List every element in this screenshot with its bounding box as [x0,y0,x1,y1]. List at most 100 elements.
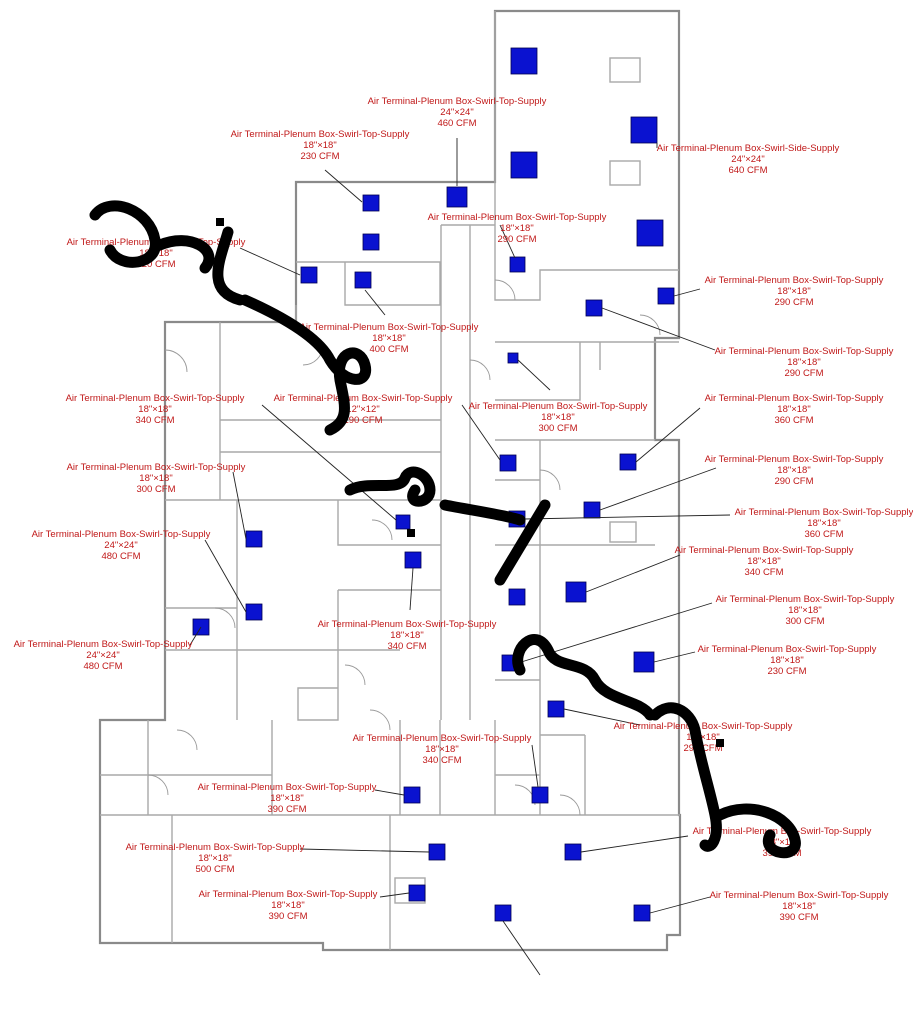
tag-name: Air Terminal-Plenum Box-Swirl-Top-Supply [67,462,246,473]
tag-name: Air Terminal-Plenum Box-Swirl-Top-Supply [698,644,877,655]
tag-size: 18"×18" [500,223,533,234]
air-terminal-tag: Air Terminal-Plenum Box-Swirl-Top-Supply… [32,529,211,562]
tag-size: 18"×18" [765,837,798,848]
tag-size: 18"×18" [777,404,810,415]
tag-name: Air Terminal-Plenum Box-Swirl-Top-Supply [710,890,889,901]
air-terminal-tag: Air Terminal-Plenum Box-Swirl-Top-Supply… [353,733,532,766]
tag-name: Air Terminal-Plenum Box-Swirl-Top-Supply [66,393,245,404]
air-terminal-tag: Air Terminal-Plenum Box-Swirl-Top-Supply… [705,454,884,487]
tag-cfm: 220 CFM [136,259,175,270]
air-terminal-tag: Air Terminal-Plenum Box-Swirl-Top-Supply… [710,890,889,923]
tag-cfm: 300 CFM [538,423,577,434]
tag-name: Air Terminal-Plenum Box-Swirl-Side-Suppl… [657,143,840,154]
tag-name: Air Terminal-Plenum Box-Swirl-Top-Supply [198,782,377,793]
tag-cfm: 460 CFM [437,118,476,129]
tag-size: 18"×18" [390,630,423,641]
tag-name: Air Terminal-Plenum Box-Swirl-Top-Supply [716,594,895,605]
tag-size: 24"×24" [731,154,764,165]
tag-name: Air Terminal-Plenum Box-Swirl-Top-Supply [368,96,547,107]
tag-name: Air Terminal-Plenum Box-Swirl-Top-Supply [274,393,453,404]
tag-size: 18"×18" [270,793,303,804]
air-terminal-tag: Air Terminal-Plenum Box-Swirl-Top-Supply… [318,619,497,652]
tag-cfm: 290 CFM [774,476,813,487]
air-terminal-tag: Air Terminal-Plenum Box-Swirl-Top-Supply… [198,782,377,815]
tag-leader-lines [189,138,731,976]
tag-size: 18"×18" [303,140,336,151]
tag-size: 18"×18" [788,605,821,616]
air-terminal-tag: Air Terminal-Plenum Box-Swirl-Side-Suppl… [657,143,840,176]
tag-cfm: 480 CFM [83,661,122,672]
tag-size: 24"×24" [104,540,137,551]
air-terminal-tag: Air Terminal-Plenum Box-Swirl-Top-Supply… [14,639,193,672]
handwritten-scribble [89,200,801,859]
tag-size: 18"×18" [138,404,171,415]
tag-name: Air Terminal-Plenum Box-Swirl-Top-Supply [705,275,884,286]
air-terminal-tag: Air Terminal-Plenum Box-Swirl-Top-Supply… [300,322,479,355]
tag-cfm: 340 CFM [422,755,461,766]
tag-size: 18"×18" [747,556,780,567]
air-terminal-diffusers [192,47,675,922]
tag-name: Air Terminal-Plenum Box-Swirl-Top-Supply [715,346,894,357]
tag-cfm: 290 CFM [774,297,813,308]
tag-size: 18"×18" [372,333,405,344]
tag-name: Air Terminal-Plenum Box-Swirl-Top-Supply [231,129,410,140]
tag-size: 18"×18" [807,518,840,529]
tag-size: 18"×18" [541,412,574,423]
tag-cfm: 290 CFM [497,234,536,245]
tag-name: Air Terminal-Plenum Box-Swirl-Top-Supply [614,721,793,732]
tag-name: Air Terminal-Plenum Box-Swirl-Top-Supply [693,826,872,837]
tag-cfm: 300 CFM [785,616,824,627]
tag-cfm: 390 CFM [268,911,307,922]
air-terminal-tag: Air Terminal-Plenum Box-Swirl-Top-Supply… [705,393,884,426]
tag-size: 18"×18" [139,473,172,484]
air-terminal-tag: Air Terminal-Plenum Box-Swirl-Top-Supply… [199,889,378,922]
air-terminal-tag: Air Terminal-Plenum Box-Swirl-Top-Supply… [469,401,648,434]
air-terminal-tag: Air Terminal-Plenum Box-Swirl-Top-Supply… [231,129,410,162]
tag-name: Air Terminal-Plenum Box-Swirl-Top-Supply [32,529,211,540]
air-terminal-tag: Air Terminal-Plenum Box-Swirl-Top-Supply… [368,96,547,129]
tag-size: 18"×18" [777,286,810,297]
tag-name: Air Terminal-Plenum Box-Swirl-Top-Supply [318,619,497,630]
door-swings [147,279,661,816]
air-terminal-tag: Air Terminal-Plenum Box-Swirl-Top-Supply… [274,393,453,426]
air-terminal-tag: Air Terminal-Plenum Box-Swirl-Top-Supply… [715,346,894,379]
tag-size: 18"×18" [770,655,803,666]
tag-cfm: 480 CFM [101,551,140,562]
tag-size: 18"×18" [787,357,820,368]
tag-name: Air Terminal-Plenum Box-Swirl-Top-Supply [14,639,193,650]
tag-name: Air Terminal-Plenum Box-Swirl-Top-Supply [199,889,378,900]
building-walls [98,9,682,952]
air-terminal-tag: Air Terminal-Plenum Box-Swirl-Top-Supply… [67,462,246,495]
tag-name: Air Terminal-Plenum Box-Swirl-Top-Supply [353,733,532,744]
air-terminal-tag: Air Terminal-Plenum Box-Swirl-Top-Supply… [126,842,305,875]
tag-cfm: 230 CFM [767,666,806,677]
tag-size: 18"×18" [782,901,815,912]
tag-size: 18"×18" [686,732,719,743]
air-terminal-tag: Air Terminal-Plenum Box-Swirl-Top-Supply… [698,644,877,677]
tag-name: Air Terminal-Plenum Box-Swirl-Top-Supply [428,212,607,223]
tag-name: Air Terminal-Plenum Box-Swirl-Top-Supply [469,401,648,412]
tag-cfm: 290 CFM [784,368,823,379]
tag-cfm: 640 CFM [728,165,767,176]
tag-name: Air Terminal-Plenum Box-Swirl-Top-Supply [735,507,913,518]
tag-cfm: 340 CFM [387,641,426,652]
tag-cfm: 390 CFM [267,804,306,815]
tag-size: 18"×18" [271,900,304,911]
tag-size: 24"×24" [440,107,473,118]
tag-cfm: 390 CFM [779,912,818,923]
tag-name: Air Terminal-Plenum Box-Swirl-Top-Supply [705,454,884,465]
air-terminal-tag: Air Terminal-Plenum Box-Swirl-Top-Supply… [705,275,884,308]
tag-size: 18"×18" [777,465,810,476]
tag-size: 24"×24" [86,650,119,661]
tag-name: Air Terminal-Plenum Box-Swirl-Top-Supply [705,393,884,404]
air-terminal-tag: Air Terminal-Plenum Box-Swirl-Top-Supply… [66,393,245,426]
tag-name: Air Terminal-Plenum Box-Swirl-Top-Supply [675,545,854,556]
tag-size: 12"×12" [346,404,379,415]
tag-size: 18"×18" [425,744,458,755]
tag-cfm: 360 CFM [804,529,843,540]
tag-cfm: 300 CFM [136,484,175,495]
tag-name: Air Terminal-Plenum Box-Swirl-Top-Supply [126,842,305,853]
tag-cfm: 500 CFM [195,864,234,875]
tag-cfm: 340 CFM [135,415,174,426]
tag-cfm: 400 CFM [369,344,408,355]
